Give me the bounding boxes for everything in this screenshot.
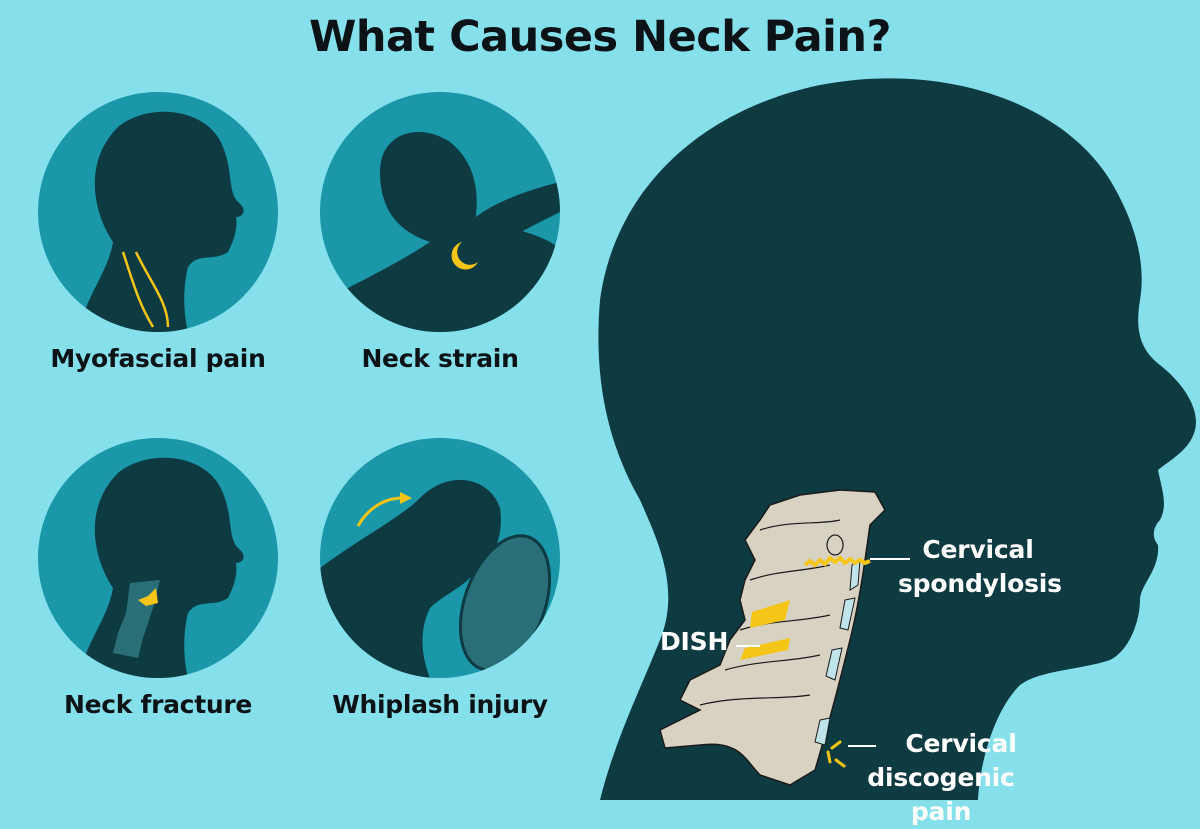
large-head-silhouette-icon bbox=[598, 78, 1196, 800]
cause-tile-whiplash-injury: Whiplash injury bbox=[320, 438, 560, 719]
cause-label: Neck fracture bbox=[63, 690, 253, 719]
shoulder-rub-icon bbox=[320, 92, 560, 332]
cervical-spine-icon bbox=[659, 489, 886, 786]
callout-cervical-spondylosis: Cervical spondylosis bbox=[898, 535, 1062, 598]
callout-cervical-discogenic-pain: Cervical discogenic pain bbox=[867, 729, 1017, 826]
page-title: What Causes Neck Pain? bbox=[309, 12, 891, 62]
spondylosis-leader-line bbox=[870, 558, 910, 560]
pain-burst-icon bbox=[826, 740, 846, 768]
driver-whiplash-icon bbox=[320, 438, 560, 678]
cause-tile-neck-strain: Neck strain bbox=[320, 92, 560, 373]
callout-dish: DISH bbox=[660, 627, 729, 656]
cause-label: Whiplash injury bbox=[332, 690, 548, 719]
cause-tile-myofascial-pain: Myofascial pain bbox=[38, 92, 278, 373]
cause-label: Myofascial pain bbox=[50, 344, 266, 373]
head-silhouette-spine-fracture-icon bbox=[38, 438, 278, 678]
discogenic-leader-line bbox=[848, 745, 876, 747]
dish-leader-line bbox=[736, 645, 760, 647]
cause-label: Neck strain bbox=[361, 344, 519, 373]
cause-tile-neck-fracture: Neck fracture bbox=[38, 438, 278, 719]
head-silhouette-muscle-icon bbox=[38, 92, 278, 332]
